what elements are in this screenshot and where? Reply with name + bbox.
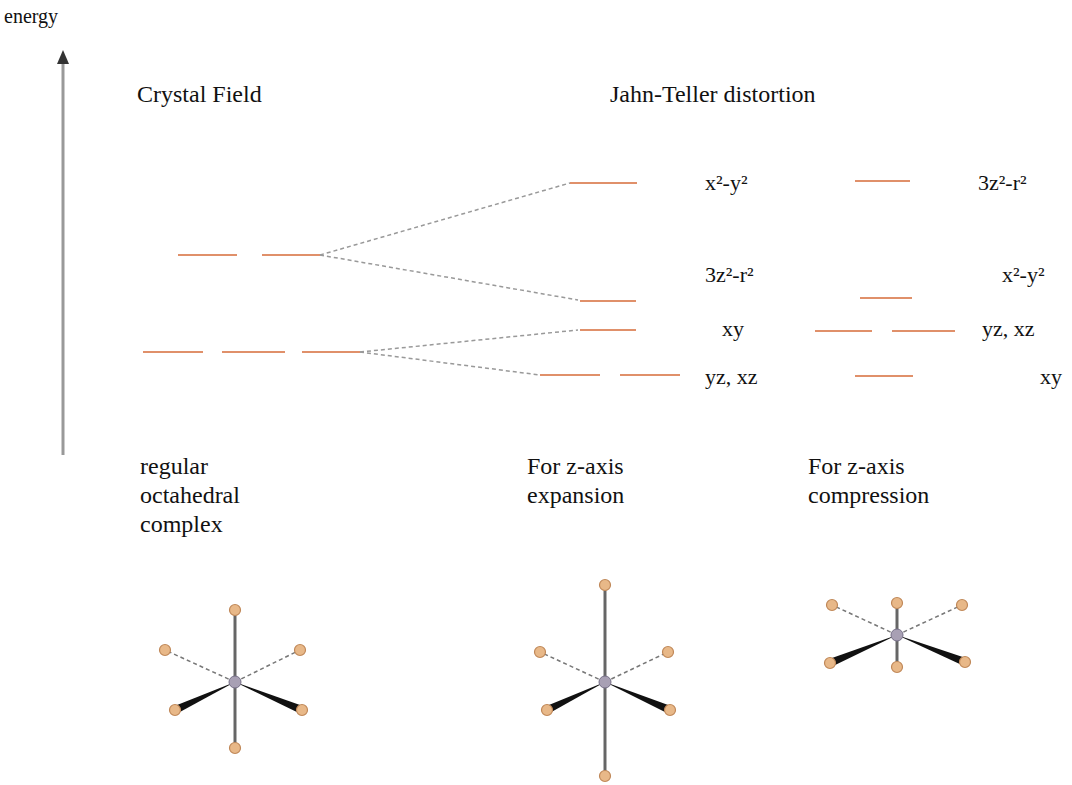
orbital-label: 3z²-r² — [978, 170, 1027, 196]
correlation-lines — [320, 183, 578, 375]
orbital-label: xy — [722, 316, 744, 342]
energy-levels — [143, 181, 955, 376]
orbital-label: yz, xz — [982, 316, 1035, 342]
axis-arrowhead — [57, 50, 69, 64]
orbital-label: yz, xz — [705, 364, 758, 390]
orbital-label: xy — [1040, 364, 1062, 390]
orbital-label: x²-y² — [705, 170, 748, 196]
octahedral-complex — [535, 580, 676, 782]
octahedral-complex — [160, 605, 308, 754]
octahedral-complex — [825, 598, 971, 673]
energy-axis — [62, 55, 65, 455]
section-heading: Jahn-Teller distortion — [610, 80, 816, 109]
orbital-label: x²-y² — [1002, 262, 1045, 288]
axis-label: energy — [4, 4, 58, 28]
orbital-label: 3z²-r² — [705, 262, 754, 288]
section-heading: Crystal Field — [137, 80, 262, 109]
caption-label: regular octahedral complex — [140, 452, 280, 539]
caption-label: For z-axis compression — [808, 452, 1023, 510]
octahedra — [160, 580, 971, 782]
caption-label: For z-axis expansion — [527, 452, 702, 510]
